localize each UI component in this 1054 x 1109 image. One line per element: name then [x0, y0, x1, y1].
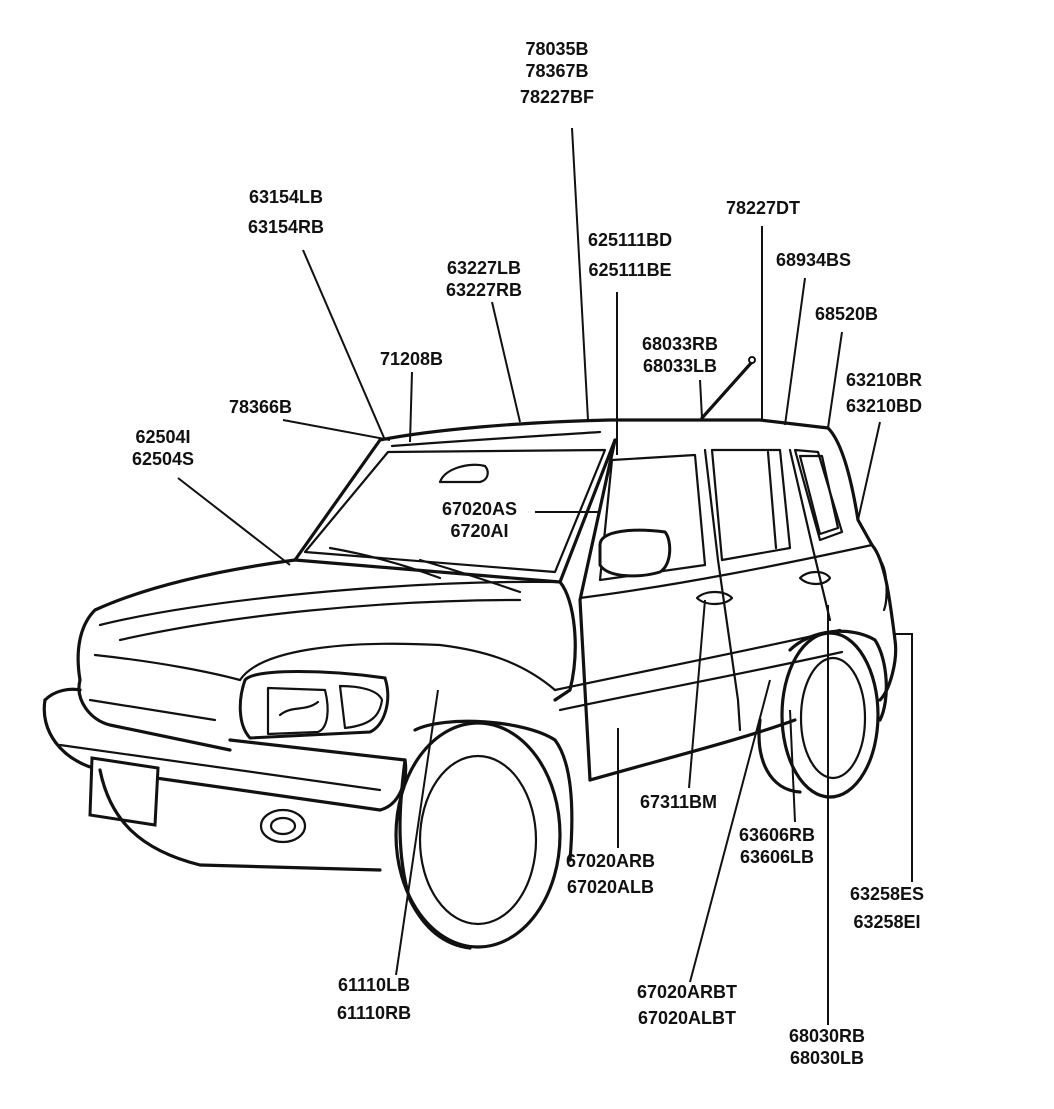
- part-code: 63154RB: [248, 217, 325, 237]
- part-code: 62504S: [132, 449, 195, 469]
- part-code: 67020AS: [442, 499, 518, 519]
- part-code: 68030RB: [789, 1026, 866, 1046]
- part-code: 67020ALBT: [638, 1008, 737, 1028]
- callout-rear-wheel-arch: 68030RB 68030LB: [789, 1025, 865, 1069]
- callout-door-handle: 67311BM: [640, 791, 717, 813]
- callout-windshield-molding: 71208B: [380, 348, 443, 370]
- part-code: 63210BR: [846, 370, 923, 390]
- part-code: 625111BD: [588, 230, 673, 250]
- callout-c-pillar: 68934BS: [776, 249, 851, 271]
- part-code: 61110RB: [337, 1003, 412, 1023]
- part-code: 67020ALB: [567, 877, 655, 897]
- part-code: 78227DT: [726, 198, 801, 218]
- callout-roof-rail: 78035B 78367B 78227BF: [520, 38, 594, 108]
- callout-rear-fender: 63606RB 63606LB: [739, 824, 815, 868]
- part-code: 68934BS: [776, 250, 852, 270]
- part-code: 63154LB: [249, 187, 324, 207]
- part-code: 67020ARB: [566, 851, 656, 871]
- callout-rear-side: 63210BR 63210BD: [846, 369, 922, 417]
- callout-door-glass: 67020AS 6720AI: [442, 498, 517, 542]
- callout-roof-rear: 78227DT: [726, 197, 800, 219]
- part-code: 63210BD: [846, 396, 923, 416]
- callout-rear-door-lower: 67020ARBT 67020ALBT: [637, 981, 737, 1029]
- part-code: 68033RB: [642, 334, 719, 354]
- callout-windshield-upper: 63227LB 63227RB: [446, 257, 522, 301]
- part-code: 68520B: [815, 304, 879, 324]
- callout-a-pillar: 63154LB 63154RB: [248, 186, 324, 238]
- part-code: 71208B: [380, 349, 444, 369]
- part-code: 78035B: [525, 39, 589, 59]
- part-code: 63258EI: [853, 912, 921, 932]
- part-code: 63606RB: [739, 825, 816, 845]
- part-code: 63606LB: [740, 847, 815, 867]
- part-code: 78366B: [229, 397, 293, 417]
- part-code: 78367B: [525, 61, 589, 81]
- part-code: 63227LB: [447, 258, 522, 278]
- callout-rear-pillar: 68520B: [815, 303, 878, 325]
- callout-cowl: 62504I 62504S: [132, 426, 194, 470]
- part-code: 6720AI: [450, 521, 509, 541]
- callout-front-door-lower: 67020ARB 67020ALB: [566, 850, 655, 898]
- part-code: 68030LB: [790, 1048, 865, 1068]
- callout-front-fender: 61110LB 61110RB: [337, 974, 411, 1024]
- part-code: 625111BE: [588, 260, 672, 280]
- part-code: 63258ES: [850, 884, 925, 904]
- part-code: 61110LB: [338, 975, 411, 995]
- part-code: 78227BF: [520, 87, 595, 107]
- callout-windshield-side: 78366B: [229, 396, 292, 418]
- part-code: 62504I: [135, 427, 191, 447]
- part-code: 68033LB: [643, 356, 718, 376]
- callout-b-pillar: 625111BD 625111BE: [588, 229, 672, 281]
- part-code: 63227RB: [446, 280, 523, 300]
- callout-rear-quarter: 63258ES 63258EI: [850, 883, 924, 933]
- part-code: 67020ARBT: [637, 982, 738, 1002]
- callout-antenna: 68033RB 68033LB: [642, 333, 718, 377]
- part-code: 67311BM: [640, 792, 718, 812]
